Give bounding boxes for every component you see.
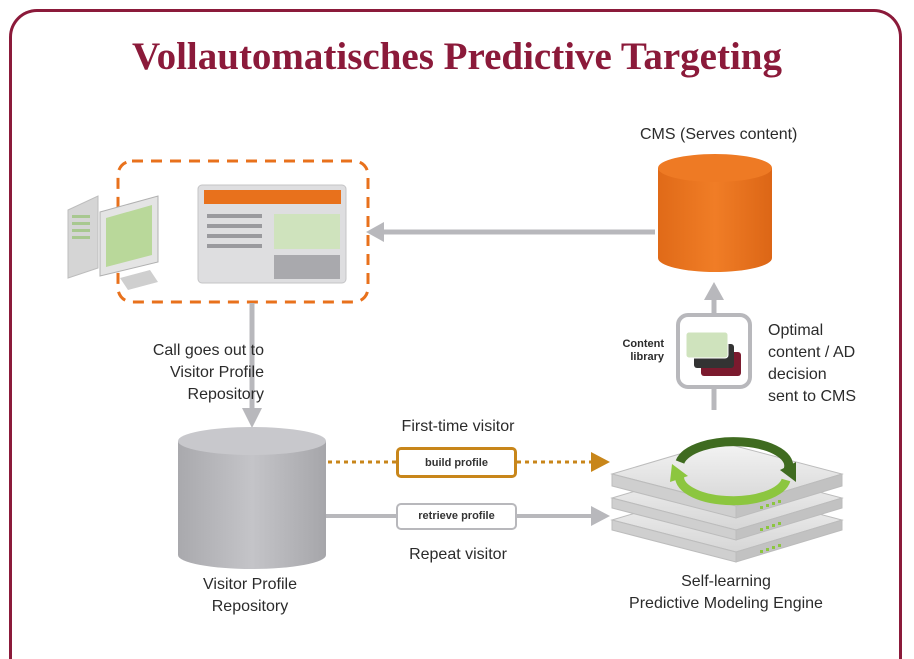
build-profile-pill: build profile [396,447,517,478]
content-library-box [676,313,752,389]
content-library-label-line1: Content [622,338,664,350]
first-time-visitor-label: First-time visitor [401,418,515,435]
engine-label-line1: Self-learning [681,573,771,590]
webpage-icon [197,184,347,284]
optimal-label-line4: sent to CMS [768,388,857,405]
optimal-label-line3: decision [768,366,827,383]
arrow-build-profile [328,452,610,472]
repeat-visitor-label: Repeat visitor [409,546,507,563]
optimal-label-line1: Optimal [768,322,824,339]
diagram-title: Vollautomatisches Predictive Targeting [132,35,782,78]
computer-icon [67,195,159,290]
content-library-label-line2: library [630,351,664,363]
call-label-line2: Visitor Profile [170,364,264,381]
refresh-cycle-icon [670,437,796,506]
visitor-profile-repository-cylinder [178,427,326,569]
cms-label: CMS (Serves content) [640,126,798,143]
call-label-line3: Repository [187,386,264,403]
engine-label-line2: Predictive Modeling Engine [629,595,823,612]
call-label-line1: Call goes out to [152,342,264,359]
arrow-retrieve-profile [326,506,610,526]
arrow-to-repository [242,303,262,428]
repository-label-line2: Repository [211,598,289,615]
cms-cylinder [658,154,772,272]
retrieve-profile-pill: retrieve profile [396,503,517,530]
arrow-cms-to-browser [366,222,655,242]
arrow-to-cms [704,282,724,313]
repository-label-line1: Visitor Profile [203,576,297,593]
optimal-label-line2: content / AD [768,344,856,361]
